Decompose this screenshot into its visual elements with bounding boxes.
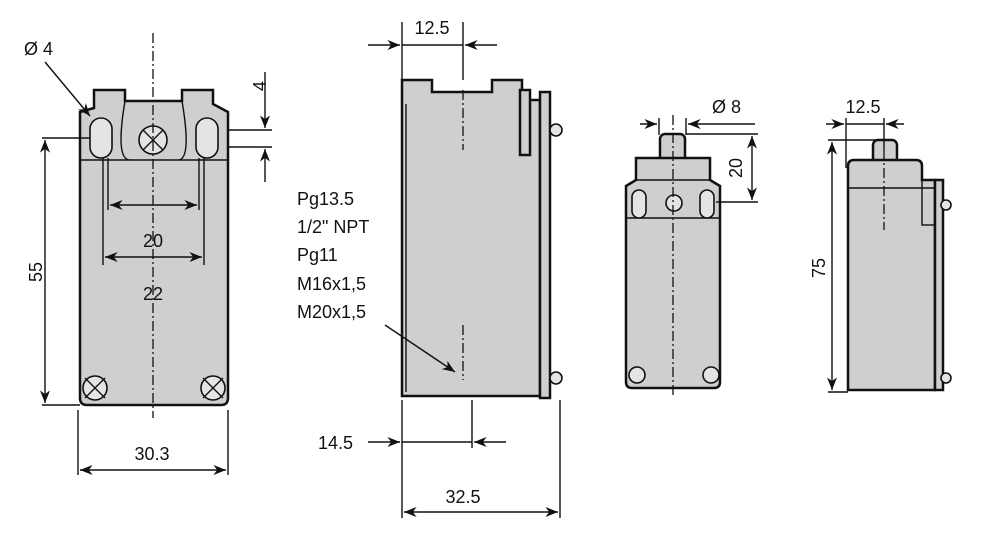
cable-entry-label: 1/2" NPT: [297, 217, 369, 237]
cable-entry-label: Pg13.5: [297, 189, 354, 209]
mounting-slot-left: [631, 189, 647, 219]
depth-label: 32.5: [445, 487, 480, 507]
plunger-height-label: 20: [726, 158, 746, 178]
cable-entry-label: M20x1,5: [297, 302, 366, 322]
lever: [518, 88, 532, 157]
screw-icon: [702, 366, 720, 384]
mounting-slot-left: [89, 117, 113, 159]
outer-spacing-label: 22: [143, 284, 163, 304]
entry-offset-label: 14.5: [318, 433, 353, 453]
front-view: Ø 4 4 20 22 55 30.3: [24, 33, 272, 476]
cable-entry-label: Pg11: [297, 245, 338, 265]
plunger-offset-label: 12.5: [845, 97, 880, 117]
mounting-slot-right: [699, 189, 715, 219]
slot-offset-label: 4: [250, 81, 270, 91]
hole-diameter-label: Ø 4: [24, 39, 53, 59]
screw-icon: [940, 372, 952, 384]
mounting-slot-right: [195, 117, 219, 159]
overall-height-label: 75: [809, 258, 829, 278]
height-label: 55: [26, 262, 46, 282]
screw-icon: [549, 371, 563, 385]
top-offset-label: 12.5: [414, 18, 449, 38]
width-label: 30.3: [134, 444, 169, 464]
plunger-front-view: Ø 8 20: [624, 97, 758, 396]
plunger-diameter-label: Ø 8: [712, 97, 741, 117]
inner-spacing-label: 20: [143, 231, 163, 251]
screw-icon: [940, 199, 952, 211]
cable-entry-label: M16x1,5: [297, 274, 366, 294]
screw-icon: [665, 194, 683, 212]
screw-icon: [549, 123, 563, 137]
side-view: 12.5 14.5 32.5 Pg13.5 1/2" NPT Pg11 M16x…: [297, 18, 563, 518]
screw-icon: [628, 366, 646, 384]
plunger-side-view: 12.5 75: [809, 97, 952, 393]
